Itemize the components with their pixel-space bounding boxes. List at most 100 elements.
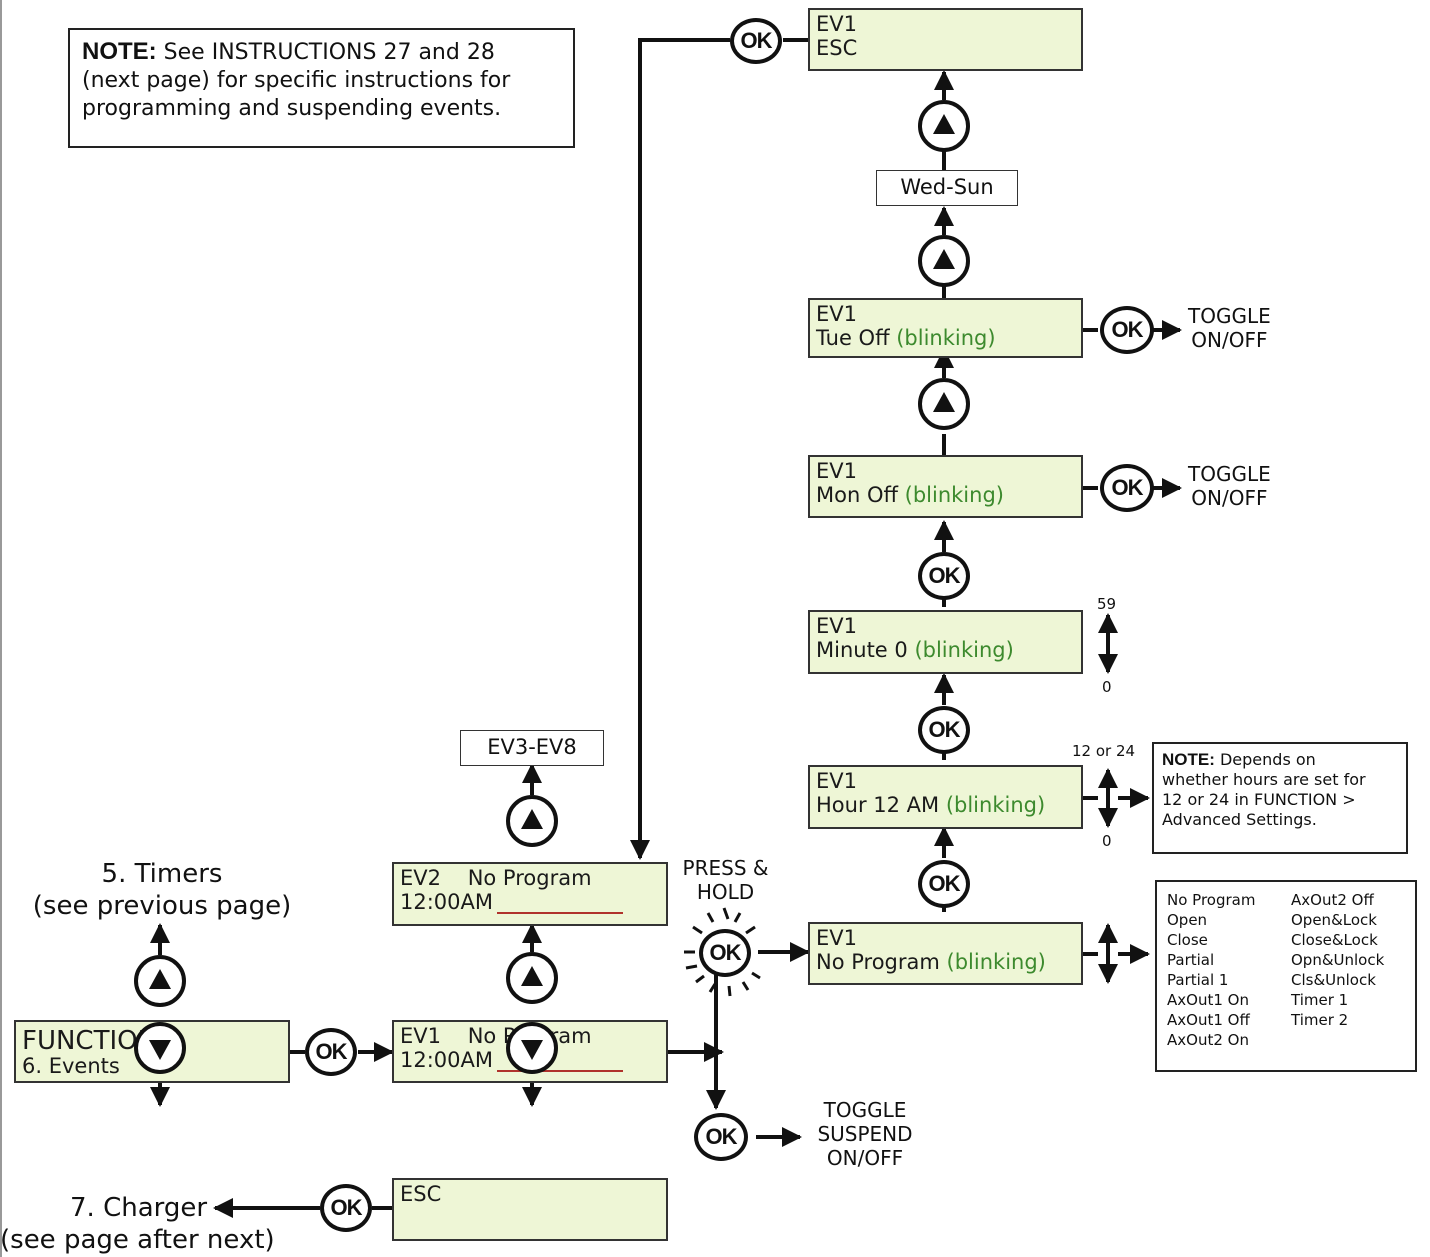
hours-note: NOTE: Depends on whether hours are set f… bbox=[1152, 742, 1408, 854]
display-line-1: EV1 bbox=[816, 769, 857, 793]
blinking-indicator: (blinking) bbox=[914, 638, 1014, 662]
page-edge bbox=[0, 0, 2, 1257]
ok-label: OK bbox=[928, 871, 961, 896]
event-name: EV1 bbox=[400, 1024, 441, 1048]
minute-range-bottom: 0 bbox=[1102, 678, 1112, 696]
display-minute: EV1 Minute 0 (blinking) bbox=[808, 610, 1083, 674]
option-item: Open&Lock bbox=[1291, 911, 1377, 929]
ok-button-esc[interactable]: OK bbox=[730, 18, 782, 64]
blinking-indicator: (blinking) bbox=[896, 326, 996, 350]
display-line-2: Hour 12 AM bbox=[816, 793, 940, 817]
event-name: EV2 bbox=[400, 866, 441, 890]
option-item: AxOut2 On bbox=[1167, 1031, 1249, 1049]
toggle-line-1: TOGGLE bbox=[1188, 304, 1271, 328]
ok-button-to-mon[interactable]: OK bbox=[918, 552, 970, 600]
ok-label: OK bbox=[709, 940, 742, 965]
down-arrow-icon bbox=[149, 1040, 171, 1060]
hours-note-line-3: 12 or 24 in FUNCTION > bbox=[1162, 790, 1356, 809]
up-arrow-button-to-esc[interactable] bbox=[918, 100, 970, 152]
display-line-1: EV1 bbox=[816, 459, 857, 483]
down-arrow-icon bbox=[521, 1040, 543, 1060]
underline-placeholder bbox=[497, 1052, 624, 1072]
down-arrow-button-to-charger[interactable] bbox=[134, 1022, 186, 1074]
options-col-1: No Program Open Close Partial Partial 1 … bbox=[1167, 890, 1285, 1050]
display-ev2: EV2 No Program 12:00AM bbox=[392, 862, 668, 926]
display-line-2: Minute 0 bbox=[816, 638, 908, 662]
charger-line-1: 7. Charger bbox=[70, 1193, 208, 1223]
display-program-select: EV1 No Program (blinking) bbox=[808, 922, 1083, 985]
instructions-note: NOTE: See INSTRUCTIONS 27 and 28 (next p… bbox=[68, 28, 575, 148]
toggle-suspend-label: TOGGLE SUSPEND ON/OFF bbox=[805, 1098, 925, 1170]
toggle-line-2: ON/OFF bbox=[1191, 328, 1268, 352]
ev3-ev8-label: EV3-EV8 bbox=[487, 735, 577, 759]
up-arrow-button-to-ev2[interactable] bbox=[506, 952, 558, 1004]
tag-ev3-ev8: EV3-EV8 bbox=[460, 730, 604, 766]
up-arrow-icon bbox=[933, 392, 955, 412]
blinking-indicator: (blinking) bbox=[945, 793, 1046, 817]
hours-note-line-1: Depends on bbox=[1219, 750, 1316, 769]
option-item: Timer 1 bbox=[1291, 991, 1349, 1009]
option-item: AxOut2 Off bbox=[1291, 891, 1374, 909]
up-arrow-icon bbox=[521, 809, 543, 829]
ok-button-esc-exit[interactable]: OK bbox=[320, 1184, 372, 1232]
ok-label: OK bbox=[1111, 317, 1144, 342]
press-hold-label: PRESS & HOLD bbox=[678, 856, 773, 904]
ok-button-to-minute[interactable]: OK bbox=[918, 706, 970, 754]
display-ev1-esc: EV1 ESC bbox=[808, 8, 1083, 71]
up-arrow-button-to-timers[interactable] bbox=[134, 955, 186, 1007]
option-item: Partial bbox=[1167, 951, 1215, 969]
toggle-line-1: TOGGLE bbox=[1188, 462, 1271, 486]
toggle-suspend-line-3: ON/OFF bbox=[826, 1146, 904, 1170]
down-arrow-button-to-esc[interactable] bbox=[506, 1022, 558, 1074]
option-item: AxOut1 On bbox=[1167, 991, 1249, 1009]
up-arrow-icon bbox=[149, 969, 171, 989]
tag-wed-sun: Wed-Sun bbox=[876, 170, 1018, 206]
display-line-2: No Program bbox=[816, 950, 940, 974]
up-arrow-button-to-ev3[interactable] bbox=[506, 795, 558, 847]
note-heading: NOTE: bbox=[82, 38, 157, 65]
minute-range-top: 59 bbox=[1097, 595, 1117, 613]
up-arrow-icon bbox=[933, 114, 955, 134]
hours-note-line-4: Advanced Settings. bbox=[1162, 810, 1317, 829]
toggle-suspend-line-2: SUSPEND bbox=[817, 1122, 913, 1146]
toggle-tue-label: TOGGLE ON/OFF bbox=[1188, 304, 1271, 352]
hour-range-bottom: 0 bbox=[1102, 832, 1112, 850]
event-time: 12:00AM bbox=[400, 1048, 494, 1072]
display-tue-off: EV1 Tue Off (blinking) bbox=[808, 298, 1083, 358]
blinking-indicator: (blinking) bbox=[946, 950, 1046, 974]
blinking-indicator: (blinking) bbox=[904, 483, 1004, 507]
underline-placeholder bbox=[497, 894, 624, 914]
ok-button-to-hour[interactable]: OK bbox=[918, 860, 970, 908]
display-hour: EV1 Hour 12 AM (blinking) bbox=[808, 765, 1083, 829]
ok-button-toggle-mon[interactable]: OK bbox=[1100, 464, 1154, 512]
hour-range-top: 12 or 24 bbox=[1072, 742, 1136, 760]
display-mon-off: EV1 Mon Off (blinking) bbox=[808, 455, 1083, 518]
up-arrow-button-to-tue[interactable] bbox=[918, 378, 970, 430]
function-line-2: 6. Events bbox=[22, 1054, 120, 1078]
ok-label: OK bbox=[928, 717, 961, 742]
timers-link: 5. Timers (see previous page) bbox=[22, 858, 302, 922]
ok-label: OK bbox=[928, 563, 961, 588]
ok-button-toggle-tue[interactable]: OK bbox=[1100, 306, 1154, 354]
program-options-list: No Program Open Close Partial Partial 1 … bbox=[1155, 880, 1417, 1072]
note-line-3: programming and suspending events. bbox=[82, 96, 502, 121]
ok-button-toggle-suspend[interactable]: OK bbox=[694, 1113, 748, 1161]
ok-button-press-hold[interactable]: OK bbox=[699, 929, 751, 977]
ok-label: OK bbox=[1111, 475, 1144, 500]
toggle-mon-label: TOGGLE ON/OFF bbox=[1188, 462, 1271, 510]
options-col-2: AxOut2 Off Open&Lock Close&Lock Opn&Unlo… bbox=[1291, 890, 1384, 1050]
hours-note-heading: NOTE: bbox=[1162, 750, 1215, 769]
display-line-2: Tue Off bbox=[816, 326, 890, 350]
note-line-2: (next page) for specific instructions fo… bbox=[82, 68, 511, 93]
ok-label: OK bbox=[705, 1124, 738, 1149]
hours-note-line-2: whether hours are set for bbox=[1162, 770, 1366, 789]
display-line-2: ESC bbox=[816, 36, 858, 60]
ok-label: OK bbox=[740, 28, 773, 53]
ok-button-enter-events[interactable]: OK bbox=[305, 1028, 357, 1076]
ok-label: OK bbox=[330, 1195, 363, 1220]
up-arrow-button-to-wed-sun[interactable] bbox=[918, 235, 970, 287]
note-line-1: See INSTRUCTIONS 27 and 28 bbox=[163, 40, 495, 65]
option-item: Opn&Unlock bbox=[1291, 951, 1385, 969]
display-line-1: EV1 bbox=[816, 12, 857, 36]
